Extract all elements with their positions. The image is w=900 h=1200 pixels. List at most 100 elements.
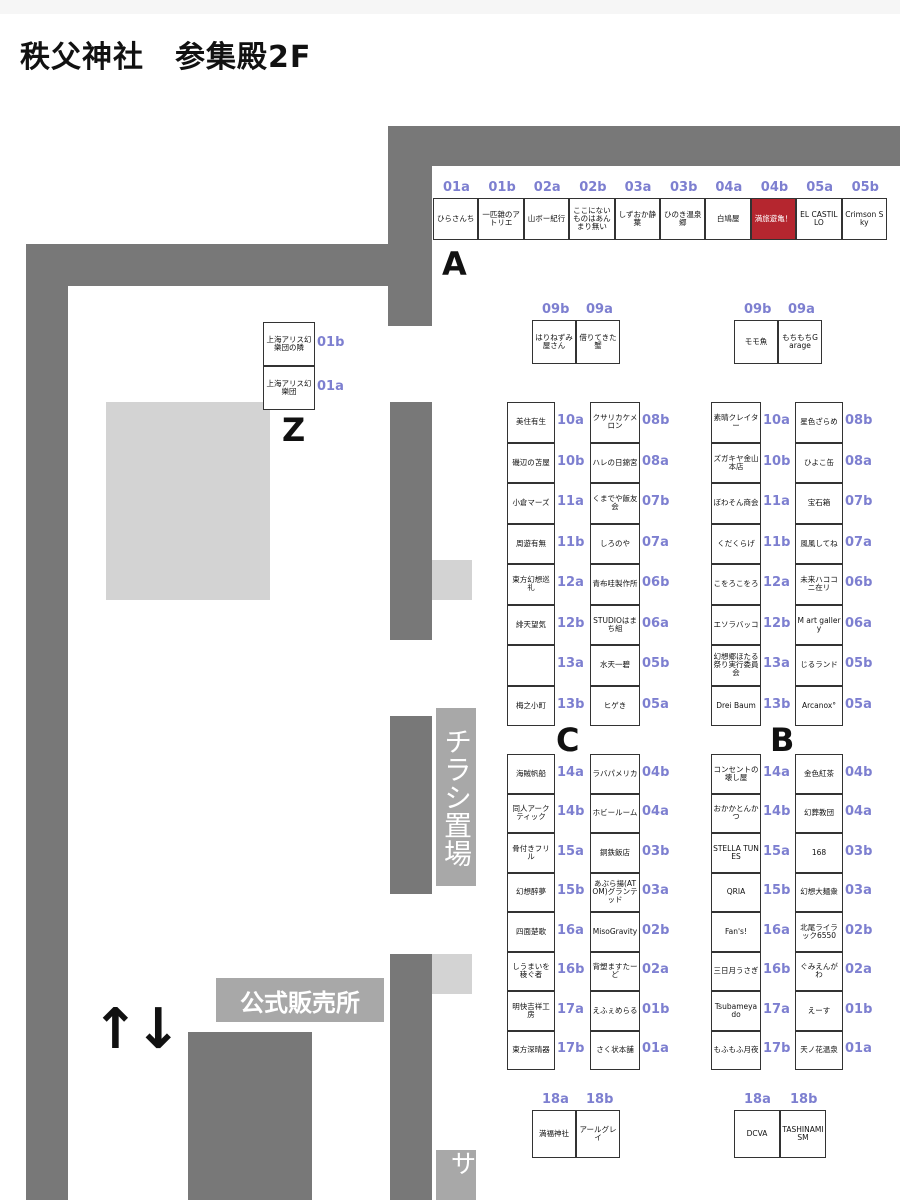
bottom-partial-label: サー: [436, 1150, 476, 1200]
booth-b-lower-right-03a: 幻想大麺衆: [795, 872, 843, 912]
booth-c-lower-right-04a: ホビールーム: [590, 793, 640, 833]
booth-c-lower-left-16b: しうまいを稜ぐ者: [507, 951, 555, 991]
top-strip: [0, 0, 900, 14]
booth-z-01a: 上海アリス幻樂団: [263, 366, 315, 410]
booth-b-lower-right-03b: 168: [795, 833, 843, 873]
booth-c-upper-left-11a: 小倉マーズ: [507, 483, 555, 524]
booth-number: 13b: [557, 696, 585, 712]
booth-c-upper-left-12b: 緋天望気: [507, 604, 555, 645]
booth-number: 08a: [642, 453, 669, 469]
booth-number: 14a: [763, 764, 790, 780]
wall-top-right: [388, 126, 900, 166]
booth-number: 07b: [642, 494, 670, 510]
booth-b-upper-right-06a: M art gallery: [795, 604, 843, 645]
booth-number: 05a: [642, 696, 669, 712]
booth-number: 17a: [557, 1001, 584, 1017]
small-box-1: [432, 560, 472, 600]
stage-area: [106, 402, 270, 600]
booth-number: 04a: [715, 180, 743, 195]
booth-number: 09b: [744, 302, 772, 317]
flyer-area-label: チラシ置場: [436, 708, 476, 886]
booth-number: 13a: [763, 656, 790, 672]
booth-a-05b: Crimson Sky: [841, 198, 887, 240]
booth-number: 06a: [845, 615, 872, 631]
booth-b-lower-left-14b: おかかとんかつ: [711, 793, 761, 833]
booth-c-upper-right-05a: ヒゲき: [590, 685, 640, 726]
booth-b-upper-left-11b: くだくらげ: [711, 523, 761, 564]
booth-c-upper-right-07b: くまでや飯友会: [590, 483, 640, 524]
booth-a-05a: EL CASTILLO: [796, 198, 842, 240]
booth-c-lower-left-17a: 明快吉祥工房: [507, 991, 555, 1031]
booth-number: 14a: [557, 764, 584, 780]
booth-c-lower-right-04b: ラバパメリカ: [590, 754, 640, 794]
booth-z-01b: 上海アリス幻樂団の隣: [263, 322, 315, 366]
booth-number: 17b: [763, 1041, 791, 1057]
booth-number: 03b: [670, 180, 698, 195]
wall-pillar-3: [390, 954, 432, 1200]
booth-b-lower-left-16b: 三日月うさぎ: [711, 951, 761, 991]
booth-c-upper-left-10b: 磯辺の苫屋: [507, 442, 555, 483]
booth-number: 06b: [845, 575, 873, 591]
block-label-z: Z: [282, 411, 306, 449]
booth-number: 01b: [317, 335, 345, 350]
booth-c-upper-left-12a: 東方幻想巡礼: [507, 564, 555, 605]
booth-number: 14b: [557, 804, 585, 820]
booth-a-01b: 一匹雜のアトリエ: [478, 198, 524, 240]
booth-number: 08a: [845, 453, 872, 469]
booth-number: 10b: [557, 453, 585, 469]
booth-b-bottom-18a: DCVA: [734, 1110, 780, 1158]
booth-b-upper-right-07a: 風風してね: [795, 523, 843, 564]
booth-c-lower-right-03a: あぶら揚(ATOM)グランテッド: [590, 872, 640, 912]
booth-number: 04b: [760, 180, 789, 195]
booth-number: 07b: [845, 494, 873, 510]
booth-number: 10b: [763, 453, 791, 469]
booth-number: 13b: [763, 696, 791, 712]
booth-number: 15b: [557, 883, 585, 899]
booth-c-bottom-18b: アールグレイ: [576, 1110, 620, 1158]
booth-number: 12b: [557, 615, 585, 631]
booth-number: 02b: [579, 180, 607, 195]
booth-number: 02b: [845, 922, 873, 938]
booth-number: 04a: [642, 804, 669, 820]
booth-number: 04b: [642, 764, 670, 780]
booth-number: 08b: [845, 413, 873, 429]
booth-number: 05b: [851, 180, 879, 195]
booth-b-upper-left-10a: 素晴クレイター: [711, 402, 761, 443]
booth-number: 09b: [542, 302, 570, 317]
booth-c-top-09b: はりねずみ屋さん: [532, 320, 576, 364]
block-label-a: A: [442, 245, 467, 283]
booth-number: 03b: [845, 843, 873, 859]
booth-number: 07a: [642, 534, 669, 550]
booth-c-upper-right-08b: クサリカケメロン: [590, 402, 640, 443]
booth-c-lower-left-15b: 幻想醉夢: [507, 872, 555, 912]
booth-c-lower-right-02a: 背塑ますたーど: [590, 951, 640, 991]
booth-b-lower-left-14a: コンセントの壊し屋: [711, 754, 761, 794]
booth-b-upper-left-10b: ズガキヤ金山本店: [711, 442, 761, 483]
booth-b-upper-right-08b: 星色ざらめ: [795, 402, 843, 443]
booth-c-upper-left-10a: 美住有生: [507, 402, 555, 443]
booth-number: 06b: [642, 575, 670, 591]
booth-c-lower-left-17b: 東方深晴器: [507, 1030, 555, 1070]
booth-b-upper-right-08a: ひよこ缶: [795, 442, 843, 483]
booth-c-lower-left-14a: 海賊帆船: [507, 754, 555, 794]
map-title: 秩父神社 参集殿2F: [20, 40, 312, 75]
booth-c-upper-right-06a: STUDIOはまち組: [590, 604, 640, 645]
booth-number: 01a: [642, 1041, 669, 1057]
block-label-b: B: [770, 721, 795, 759]
booth-c-lower-left-15a: 骨付きフリル: [507, 833, 555, 873]
booth-number: 07a: [845, 534, 872, 550]
booth-c-lower-left-16a: 四面楚歌: [507, 912, 555, 952]
booth-b-lower-left-17b: もふもふ月夜: [711, 1030, 761, 1070]
booth-number: 01b: [642, 1001, 670, 1017]
booth-number: 06a: [642, 615, 669, 631]
booth-c-upper-left-13a: [507, 645, 555, 686]
booth-number: 08b: [642, 413, 670, 429]
booth-b-upper-left-13b: Drei Baum: [711, 685, 761, 726]
booth-number: 11b: [763, 534, 791, 550]
booth-b-lower-right-01a: 天ノ花温泉: [795, 1030, 843, 1070]
booth-number: 03a: [642, 883, 669, 899]
wall-upper-divider: [388, 126, 432, 326]
booth-number: 02a: [533, 180, 561, 195]
booth-c-lower-right-03b: 銅鉄飯店: [590, 833, 640, 873]
